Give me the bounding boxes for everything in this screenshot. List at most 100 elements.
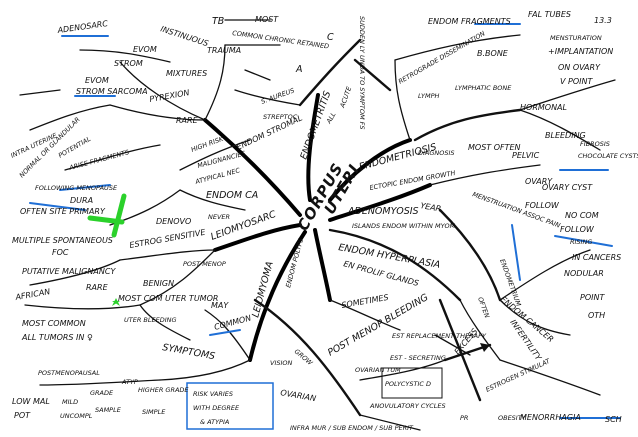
label-adenosarc: ADENOSARC xyxy=(56,19,109,35)
label-in-cancers: IN CANCERS xyxy=(572,253,621,262)
label-denovo: DENOVO xyxy=(156,217,191,226)
label-sometimes: SOMETIMES xyxy=(341,293,389,310)
label-endom-ca: ENDOM CA xyxy=(206,190,258,201)
label-fibro: FIBROSIS xyxy=(580,140,610,148)
label-follow: FOLLOW xyxy=(525,201,560,210)
label-retrograde: RETROGRADE DISSEMINATION xyxy=(397,29,487,85)
label-foc: FOC xyxy=(52,248,69,257)
label-point: POINT xyxy=(580,293,605,302)
label-mixtures: MIXTURES xyxy=(166,69,207,78)
label-infarction: INFRA MUR / SUB ENDOM / SUB PERIT xyxy=(290,424,414,432)
label-estrog-sensitive: ESTROG SENSITIVE xyxy=(129,228,207,250)
label-most: MOST xyxy=(255,15,279,24)
label-year: YEAR xyxy=(420,201,442,214)
label-simple: SIMPLE xyxy=(142,408,166,416)
label-most-com-uter-tumor: MOST COM UTER TUMOR xyxy=(118,294,218,303)
label-anovulatory: ANOVULATORY CYCLES xyxy=(369,402,446,410)
label-rare: RARE xyxy=(176,116,199,125)
arrow-to-estrogen xyxy=(443,343,492,362)
label-strom: STROM xyxy=(114,59,143,68)
label-pain: MENSTRUATION ASSOC PAIN xyxy=(471,190,561,229)
label-putative: PUTATIVE MALIGNANCY xyxy=(22,267,116,276)
label-nodular: NODULAR xyxy=(564,269,604,278)
label-follow-right: FOLLOW xyxy=(560,225,595,234)
secondary-branches xyxy=(19,19,616,431)
label-pelvic: PELVIC xyxy=(512,151,540,160)
label-common: COMMON xyxy=(213,313,252,332)
label-estrogen: ESTROGEN STIMULAT xyxy=(484,357,552,394)
label-high-grade: HIGHER GRADE xyxy=(138,386,189,394)
label-benign: BENIGN xyxy=(143,279,174,288)
label-tb: TB xyxy=(212,16,224,27)
label-arise-fragments: ARISE FRAGMENTS xyxy=(67,148,130,172)
label-c: C xyxy=(327,32,334,43)
label-oth: OTH xyxy=(588,311,605,320)
label-evom-2: EVOM xyxy=(85,76,109,85)
label-multiple: MULTIPLE SPONTANEOUS xyxy=(12,236,113,245)
label-all-tumors: ALL TUMORS IN ♀ xyxy=(21,333,93,342)
label-never: NEVER xyxy=(208,213,230,221)
label-post-menop: POST MENOP xyxy=(183,260,226,268)
label-uncompl: UNCOMPL xyxy=(60,412,93,420)
label-risk-varies: RISK VARIES xyxy=(193,390,233,398)
label-ectopic: ECTOPIC ENDOM GROWTH xyxy=(369,169,456,192)
label-ovarian: OVARIAN xyxy=(280,388,317,403)
label-following-menopause: FOLLOWING MENOPAUSE xyxy=(35,184,118,192)
label-postmenopausal: POSTMENOPAUSAL xyxy=(38,369,100,377)
label-low-mal: LOW MAL xyxy=(12,397,50,406)
label-adenomyosis: ADENOMYOSIS xyxy=(347,206,419,217)
polycystic-box xyxy=(381,367,443,399)
label-atypia: & ATYPIA xyxy=(200,418,229,426)
label-ovary: OVARY xyxy=(525,177,553,186)
label-uter-bleeding: UTER BLEEDING xyxy=(124,316,177,324)
label-streptoc: STREPTOC xyxy=(263,113,298,121)
label-rare-left: RARE xyxy=(86,283,109,292)
label-est-replacement: EST REPLACEMENT THERAPY xyxy=(392,332,487,340)
label-most-common: MOST COMMON xyxy=(22,319,86,328)
label-symptoms: SYMPTOMS xyxy=(161,342,215,362)
label-cysts: CHOCOLATE CYSTS xyxy=(578,152,638,160)
blue-highlights xyxy=(29,23,621,419)
label-on-ovary: ON OVARY xyxy=(558,63,601,72)
label-grade: GRADE xyxy=(90,389,114,397)
label-instinuous: INSTINUOUS xyxy=(159,24,209,48)
label-fal-tubes: FAL TUBES xyxy=(528,10,571,19)
label-islands: ISLANDS ENDOM WITHIN MYOM xyxy=(352,222,456,230)
label-often-site: OFTEN SITE PRIMARY xyxy=(20,207,106,216)
label-v-point: V POINT xyxy=(560,77,593,86)
label-most-often: MOST OFTEN xyxy=(468,143,521,152)
label-date: 13.3 xyxy=(594,16,612,25)
label-pot: POT xyxy=(14,411,31,420)
label-endom-fragments: ENDOM FRAGMENTS xyxy=(428,17,511,26)
label-b-bone: B.BONE xyxy=(477,49,509,58)
label-lymphatic-bone: LYMPHATIC BONE xyxy=(455,84,512,92)
label-often: OFTEN xyxy=(476,296,491,319)
label-est-secreting: EST - SECRETING xyxy=(390,354,446,362)
label-a: A xyxy=(295,64,303,75)
label-hormonal: HORMONAL xyxy=(520,103,567,112)
label-mild: MILD xyxy=(62,398,78,406)
label-may: MAY xyxy=(211,301,229,310)
label-no-com: NO COM xyxy=(565,211,599,220)
label-menorrhagia: MENORRHAGIA xyxy=(520,413,581,422)
label-pr: PR xyxy=(460,414,468,422)
label-sample: SAMPLE xyxy=(95,406,122,414)
label-sch: SCH xyxy=(605,415,622,424)
label-bleeding: BLEEDING xyxy=(545,131,586,140)
label-implantation: +IMPLANTATION xyxy=(548,47,613,56)
label-evom: EVOM xyxy=(133,45,157,54)
label-mensturation: MENSTURATION xyxy=(550,34,602,42)
label-lymph: LYMPH xyxy=(418,92,439,100)
green-highlight xyxy=(87,193,127,306)
label-ovary-cyst: OVARY CYST xyxy=(542,183,593,192)
risk-box xyxy=(186,382,274,430)
label-common-chronic: COMMON CHRONIC RETAINED xyxy=(232,29,330,51)
label-african: AFRICAN xyxy=(14,287,51,302)
label-dura: DURA xyxy=(70,196,93,205)
label-vision: VISION xyxy=(270,359,293,367)
label-atyp: ATYP xyxy=(121,378,138,386)
label-ovarian-tum: OVARIAN TUM xyxy=(355,366,401,374)
label-strom-sarcoma: STROM SARCOMA xyxy=(76,87,148,96)
label-obesity: OBESITY xyxy=(498,414,527,422)
